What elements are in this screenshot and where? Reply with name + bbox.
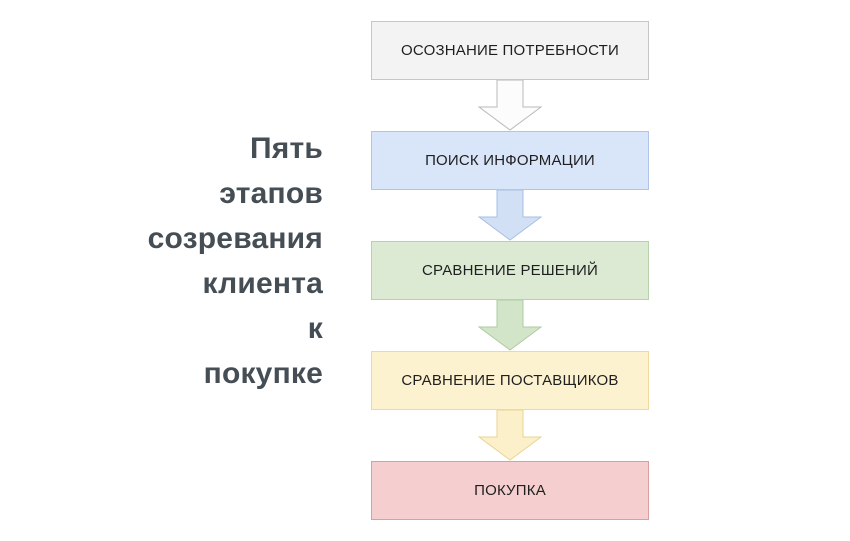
- stage-box-need-awareness: ОСОЗНАНИЕ ПОТРЕБНОСТИ: [371, 21, 649, 80]
- title-line-1: Пять: [249, 132, 323, 165]
- down-arrow-icon: [478, 410, 542, 461]
- diagram-title: Пять этапов созревания клиента к покупке: [148, 126, 323, 396]
- stage-box-purchase: ПОКУПКА: [371, 461, 649, 520]
- title-line-3: созревания: [147, 222, 323, 255]
- stage-label: СРАВНЕНИЕ ПОСТАВЩИКОВ: [401, 372, 619, 389]
- down-arrow-icon: [478, 300, 542, 351]
- stage-label: ПОКУПКА: [474, 482, 546, 499]
- title-line-4: клиента: [202, 267, 323, 300]
- stage-box-information-search: ПОИСК ИНФОРМАЦИИ: [371, 131, 649, 190]
- down-arrow-icon: [478, 190, 542, 241]
- stage-label: ОСОЗНАНИЕ ПОТРЕБНОСТИ: [401, 42, 619, 59]
- title-line-2: этапов: [219, 177, 323, 210]
- stage-box-supplier-comparison: СРАВНЕНИЕ ПОСТАВЩИКОВ: [371, 351, 649, 410]
- title-line-5: к: [307, 312, 323, 345]
- flowchart: ОСОЗНАНИЕ ПОТРЕБНОСТИ ПОИСК ИНФОРМАЦИИ С…: [371, 21, 649, 520]
- stage-label: СРАВНЕНИЕ РЕШЕНИЙ: [421, 262, 599, 279]
- title-line-6: покупке: [203, 357, 323, 390]
- down-arrow-icon: [478, 80, 542, 131]
- stage-box-solution-comparison: СРАВНЕНИЕ РЕШЕНИЙ: [371, 241, 649, 300]
- stage-label: ПОИСК ИНФОРМАЦИИ: [425, 152, 595, 169]
